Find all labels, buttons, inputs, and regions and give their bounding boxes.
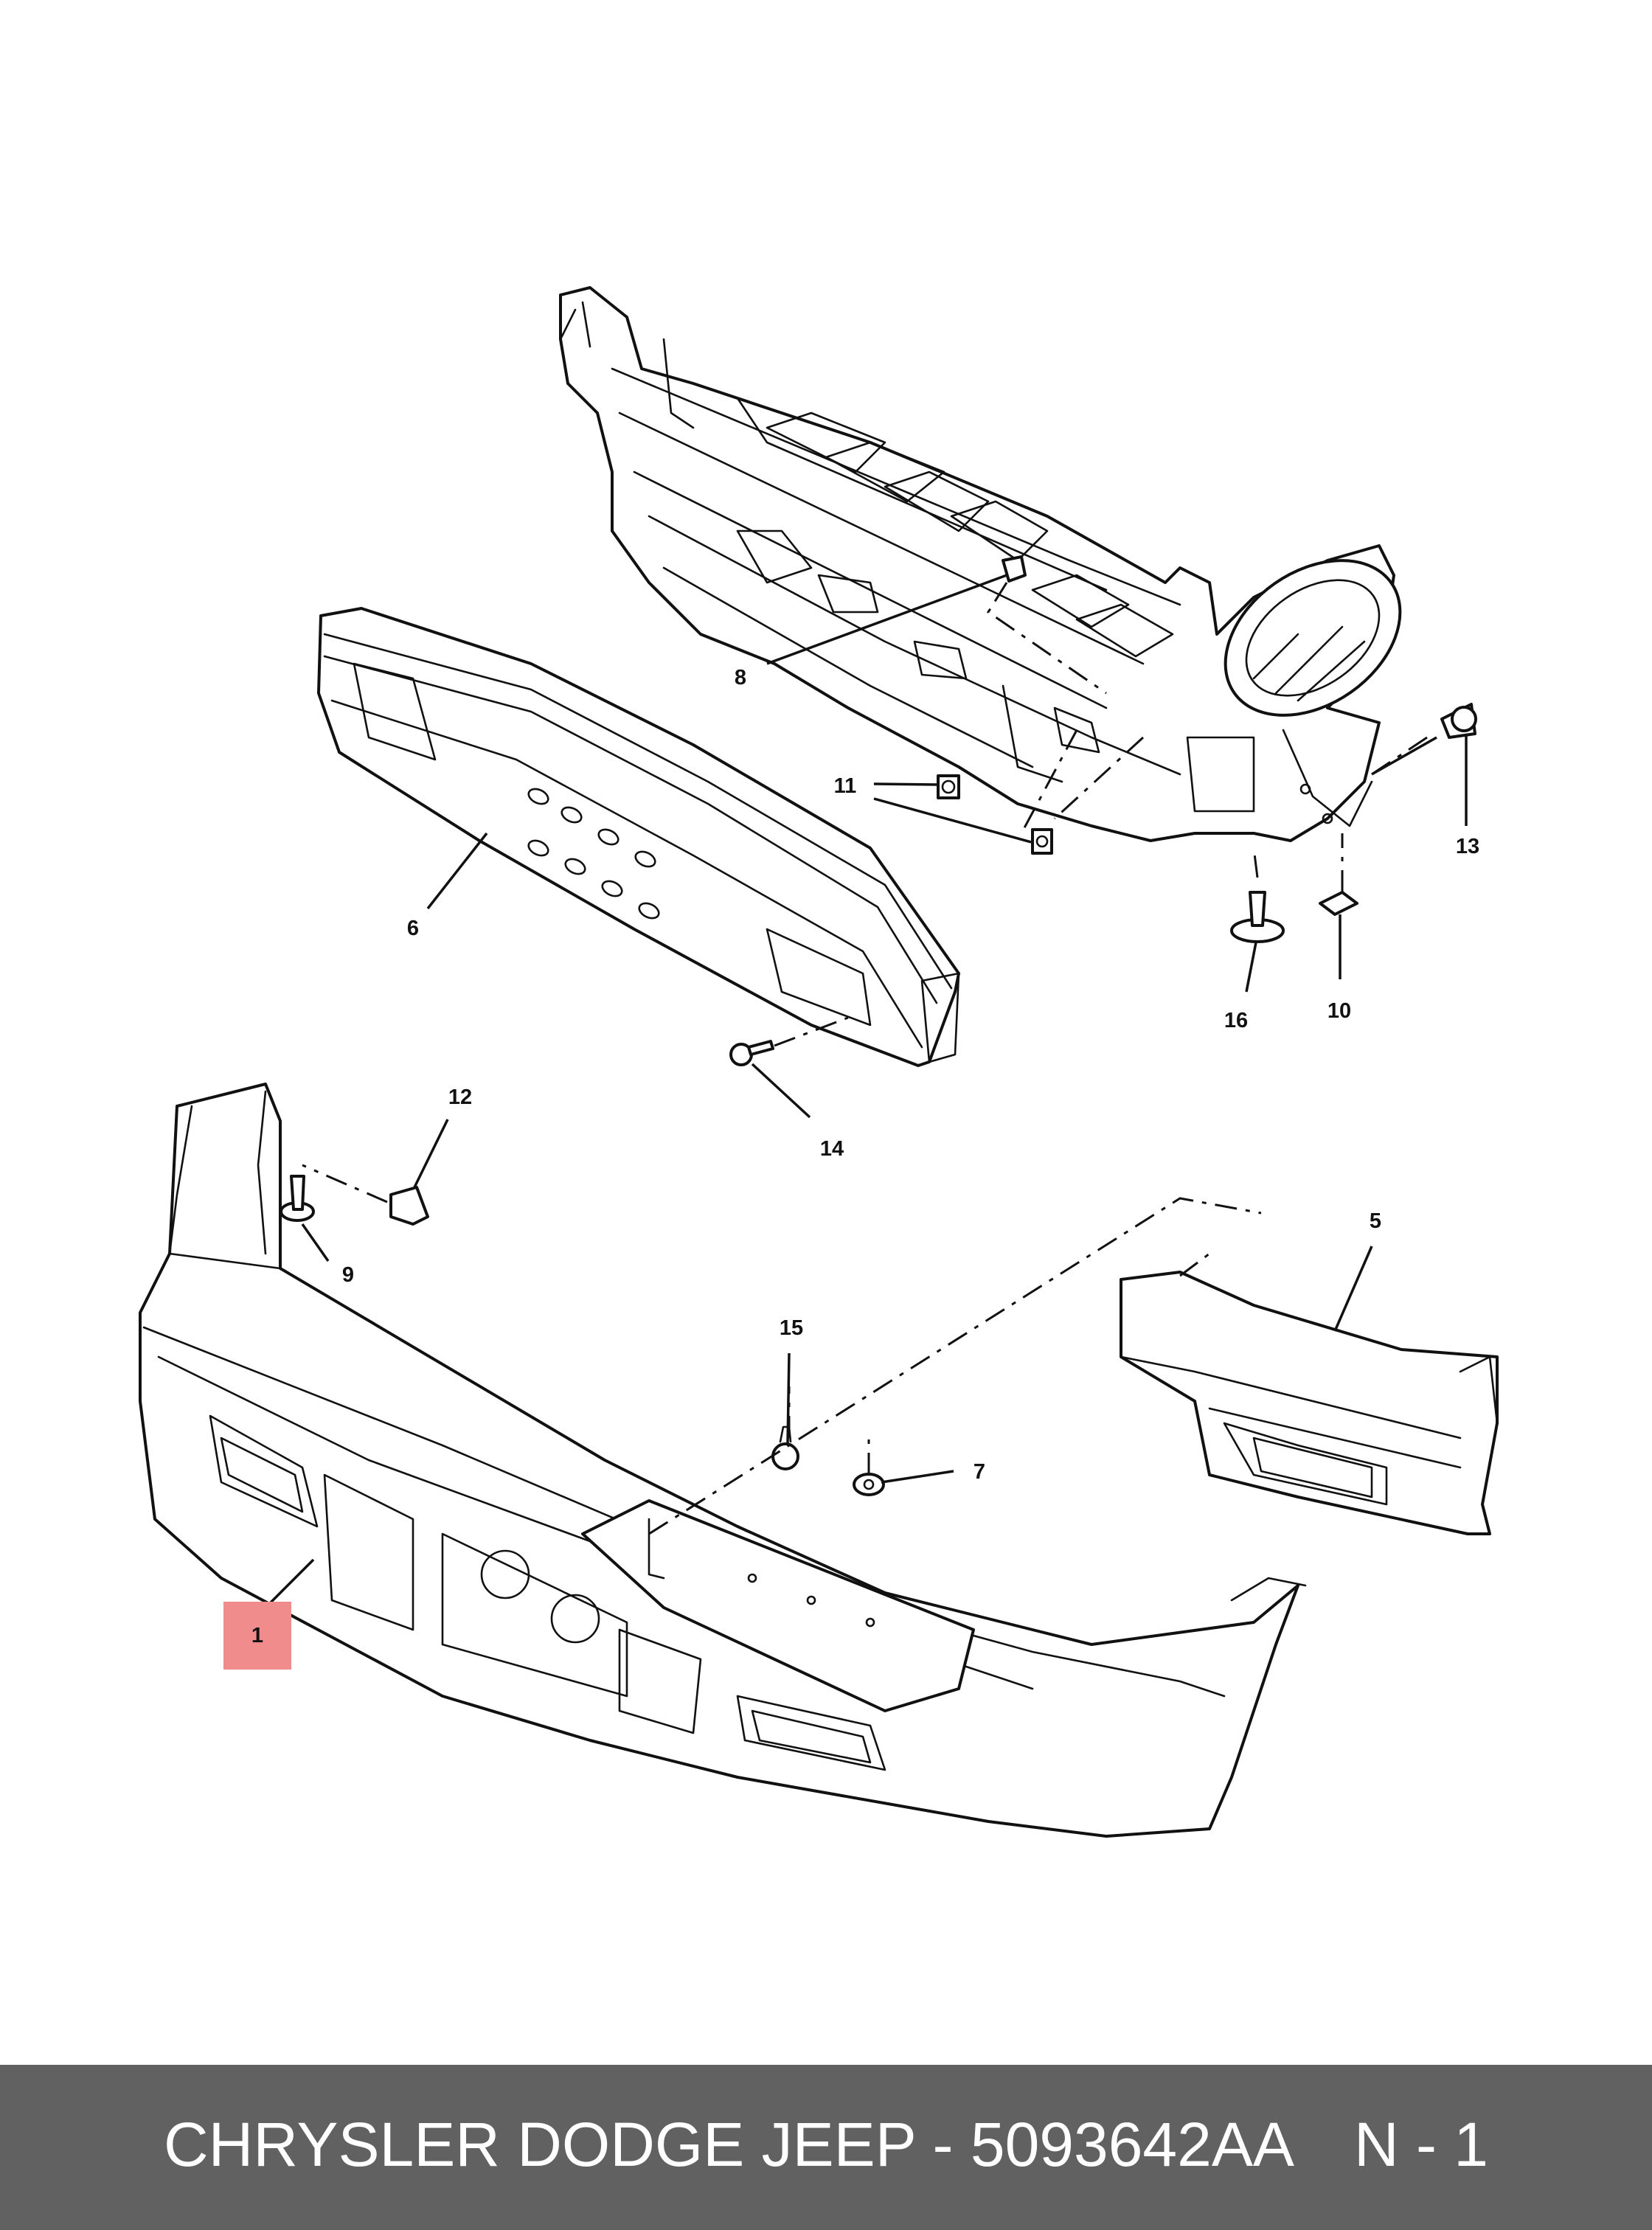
footer-title: CHRYSLER DODGE JEEP - 5093642AA (164, 2110, 1294, 2179)
bumper-fascia (139, 1083, 1307, 1838)
footer-page-number: N - 1 (1354, 2110, 1489, 2179)
callout-11: 11 (834, 774, 857, 798)
callout-13: 13 (1456, 835, 1479, 858)
bumper-side-bracket (1120, 1271, 1499, 1535)
callout-10: 10 (1328, 999, 1351, 1023)
callout-1: 1 (251, 1624, 263, 1647)
callout-5: 5 (1370, 1209, 1381, 1233)
assembly-lines (302, 582, 1428, 1535)
callout-9: 9 (342, 1263, 354, 1287)
callout-8: 8 (735, 666, 746, 690)
callout-14: 14 (820, 1137, 844, 1161)
callout-1-highlight (223, 1602, 291, 1670)
callout-6: 6 (407, 917, 419, 940)
callout-7: 7 (974, 1460, 985, 1484)
fasteners (280, 555, 1477, 1496)
callouts: 1 5 6 7 8 9 10 11 12 13 14 15 16 (223, 666, 1479, 1670)
parts-diagram: 1 5 6 7 8 9 10 11 12 13 14 15 16 (139, 286, 1499, 1838)
callout-15: 15 (780, 1316, 803, 1340)
footer-bar: CHRYSLER DODGE JEEP - 5093642AA N - 1 (0, 2065, 1652, 2230)
callout-16: 16 (1224, 1009, 1248, 1032)
body-front-structure (559, 286, 1402, 842)
callout-12: 12 (448, 1086, 472, 1109)
bumper-reinforcement (317, 607, 960, 1067)
